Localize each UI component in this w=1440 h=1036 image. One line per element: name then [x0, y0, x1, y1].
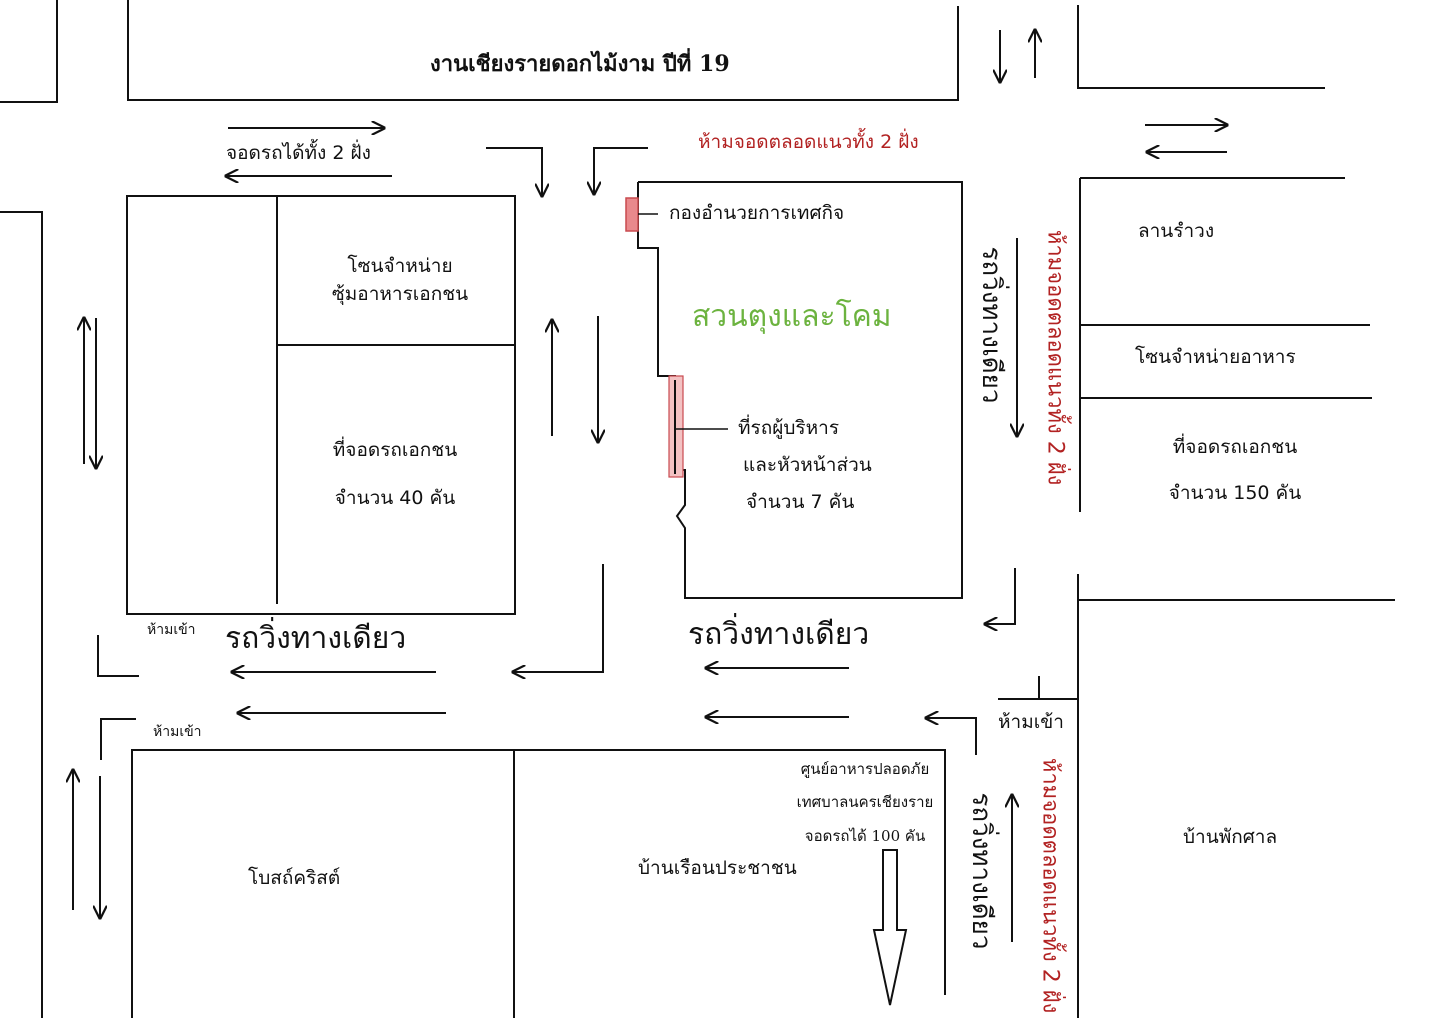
exec-parking-line3: จำนวน 7 คัน	[746, 490, 855, 513]
arrow-turn-down	[594, 147, 648, 194]
private-parking-40-label: ที่จอดรถเอกชน จำนวน 40 คัน	[290, 439, 500, 510]
festival-office-label: กองอำนวยการเทศกิจ	[669, 202, 845, 224]
no-park-right-upper: ห้ามจอดตลอดแนวทั้ง 2 ฝั่ง	[1042, 229, 1068, 486]
private-food-line1: โซนจำหน่าย	[347, 255, 453, 277]
no-entry-c: ห้ามเข้า	[998, 711, 1064, 733]
church-label: โบสถ์คริสต์	[248, 867, 341, 889]
courthouse-residence-label: บ้านพักศาล	[1183, 826, 1278, 848]
food-center-line1: ศูนย์อาหารปลอดภัย	[800, 760, 930, 778]
arrow-turn-left	[513, 564, 604, 672]
private-parking-40-line1: ที่จอดรถเอกชน	[332, 439, 458, 461]
no-park-top-note: ห้ามจอดตลอดแนวทั้ง 2 ฝั่ง	[698, 131, 919, 153]
traffic-arrows	[73, 30, 1227, 942]
private-parking-40-line2: จำนวน 40 คัน	[334, 486, 456, 509]
arrow-turn-left	[926, 718, 977, 755]
dance-ground-label: ลานรำวง	[1138, 220, 1215, 242]
map-title: งานเชียงรายดอกไม้งาม ปีที่ 19	[430, 51, 730, 77]
exec-parking-label: ที่รถผู้บริหาร และหัวหน้าส่วน จำนวน 7 คั…	[738, 417, 872, 514]
arrow-turn-left	[985, 568, 1016, 624]
title-block	[127, 0, 959, 101]
one-way-center-label: รถวิ่งทางเดียว	[688, 617, 870, 652]
one-way-left-label: รถวิ่งทางเดียว	[225, 621, 407, 656]
private-parking-150-label: ที่จอดรถเอกชน จำนวน 150 คัน	[1130, 436, 1340, 505]
no-park-right-lower: ห้ามจอดตลอดแนวทั้ง 2 ฝั่ง	[1037, 757, 1063, 1014]
private-food-line2: ซุ้มอาหารเอกชน	[331, 282, 469, 305]
homes-label: บ้านเรือนประชาชน	[638, 857, 797, 879]
red-markers	[625, 197, 728, 478]
park-both-sides-note: จอดรถได้ทั้ง 2 ฝั่ง	[226, 142, 371, 164]
exec-parking-line2: และหัวหน้าส่วน	[743, 453, 872, 476]
block-top-left	[0, 0, 58, 103]
road-lines	[0, 0, 1395, 1018]
private-parking-150-line2: จำนวน 150 คัน	[1168, 481, 1302, 504]
park-block	[637, 181, 963, 599]
office-marker	[625, 197, 639, 232]
left-road-edge	[0, 211, 43, 1018]
one-way-vertical-upper: รถวิ่งทางเดียว	[975, 246, 1006, 404]
one-way-vertical-lower: รถวิ่งทางเดียว	[965, 792, 996, 950]
bottom-block	[131, 749, 946, 1018]
entrance-arrow-icon	[872, 849, 908, 1006]
private-parking-150-line1: ที่จอดรถเอกชน	[1172, 436, 1298, 458]
block-top-right	[1077, 5, 1325, 89]
left-zone-block	[126, 195, 516, 615]
exec-parking-line1: ที่รถผู้บริหาร	[738, 417, 840, 439]
food-center-line3: จอดรถได้ 100 คัน	[804, 826, 926, 845]
private-food-zone-label: โซนจำหน่าย ซุ้มอาหารเอกชน	[300, 255, 500, 306]
no-entry-b: ห้ามเข้า	[153, 724, 202, 740]
food-zone-label: โซนจำหน่ายอาหาร	[1135, 346, 1296, 368]
no-entry-a: ห้ามเข้า	[147, 622, 196, 638]
park-name: สวนตุงและโคม	[692, 299, 892, 334]
arrow-turn-down	[486, 147, 542, 196]
food-center-label: ศูนย์อาหารปลอดภัย เทศบาลนครเชียงราย จอดร…	[780, 760, 950, 845]
food-center-line2: เทศบาลนครเชียงราย	[796, 793, 934, 812]
